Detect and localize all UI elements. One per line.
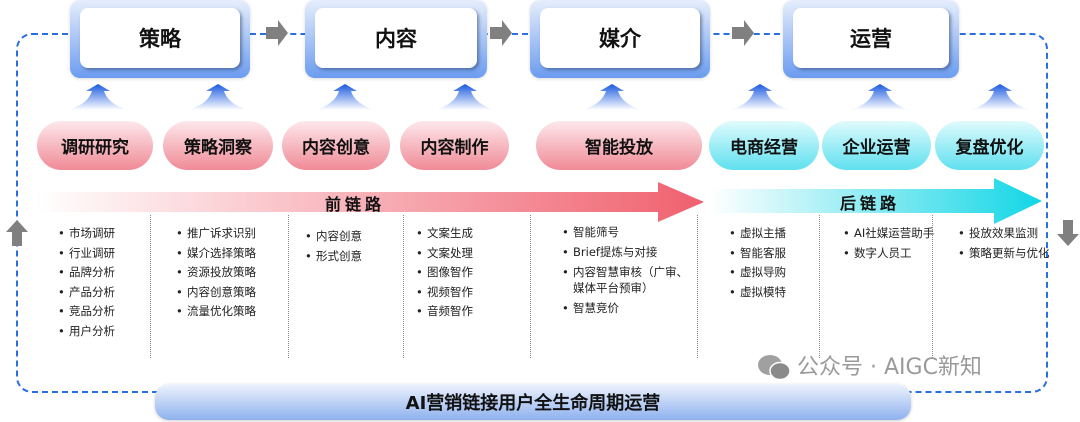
- list-item: 数字人员工: [843, 244, 934, 264]
- gray-arrow-right-icon: [490, 20, 512, 46]
- blue-up-arrow-icon: [435, 84, 495, 110]
- blue-up-arrow-icon: [582, 84, 642, 110]
- blue-up-arrow-icon: [188, 84, 248, 110]
- detail-list: 投放效果监测策略更新与优化: [958, 224, 1050, 263]
- list-item: 文案处理: [416, 244, 473, 264]
- list-item: 投放效果监测: [958, 224, 1050, 244]
- list-item: Brief提炼与对接: [562, 244, 692, 260]
- list-item: 产品分析: [58, 283, 115, 303]
- blue-up-arrow-icon: [850, 84, 910, 110]
- back-chain-arrow: [710, 178, 1042, 224]
- list-item: 视频智作: [416, 283, 473, 303]
- list-item: 行业调研: [58, 244, 115, 264]
- blue-up-arrow-icon: [970, 84, 1030, 110]
- capability-pill: 策略洞察: [163, 121, 273, 170]
- stage-content: 内容: [305, 0, 487, 78]
- watermark: 公众号 · AIGC新知: [757, 354, 982, 382]
- wechat-icon: [758, 355, 791, 381]
- front-chain-label: 前链路: [325, 195, 386, 214]
- list-item: 音频智作: [416, 302, 473, 322]
- stage-strategy: 策略: [70, 0, 250, 78]
- footer-banner: AI营销链接用户全生命周期运营: [155, 384, 911, 420]
- front-chain-arrow: [36, 182, 704, 222]
- capability-pill: 内容创意: [282, 121, 390, 170]
- list-item: 智能筛号: [562, 224, 692, 240]
- list-item: 虚拟主播: [729, 224, 786, 244]
- list-item: 形式创意: [305, 247, 362, 267]
- list-item: 策略更新与优化: [958, 244, 1050, 264]
- capability-pill: 企业运营: [822, 121, 931, 170]
- list-item: 流量优化策略: [176, 302, 256, 322]
- detail-list: 推广诉求识别媒介选择策略资源投放策略内容创意策略流量优化策略: [176, 224, 256, 322]
- stage-title: 运营: [793, 8, 949, 68]
- gray-arrow-up-icon: [6, 220, 28, 246]
- list-item: 资源投放策略: [176, 263, 256, 283]
- detail-list: 虚拟主播智能客服虚拟导购虚拟模特: [729, 224, 786, 302]
- detail-list: 文案生成文案处理图像智作视频智作音频智作: [416, 224, 473, 322]
- list-item: 市场调研: [58, 224, 115, 244]
- back-chain-label: 后链路: [840, 194, 901, 213]
- column-divider: [403, 215, 404, 358]
- capability-pill: 调研研究: [37, 121, 153, 170]
- column-divider: [819, 215, 820, 358]
- blue-up-arrow-icon: [315, 84, 375, 110]
- stage-title: 内容: [315, 8, 477, 68]
- stage-operation: 运营: [783, 0, 959, 78]
- column-divider: [530, 215, 531, 358]
- list-item: 虚拟模特: [729, 283, 786, 303]
- column-divider: [150, 215, 151, 358]
- blue-up-arrow-icon: [68, 84, 128, 110]
- loop-right: [900, 33, 1048, 393]
- stage-title: 媒介: [540, 8, 700, 68]
- stage-media: 媒介: [530, 0, 710, 78]
- detail-list: 市场调研行业调研品牌分析产品分析竞品分析用户分析: [58, 224, 115, 341]
- list-item: 文案生成: [416, 224, 473, 244]
- list-item: AI社媒运营助手: [843, 224, 934, 244]
- capability-pill: 复盘优化: [935, 121, 1044, 170]
- list-item: 智慧竞价: [562, 300, 692, 316]
- column-divider: [697, 215, 698, 358]
- watermark-text: 公众号 · AIGC新知: [797, 355, 982, 380]
- list-item: 图像智作: [416, 263, 473, 283]
- list-item: 内容创意策略: [176, 283, 256, 303]
- gray-arrow-down-icon: [1057, 220, 1079, 246]
- capability-pill: 智能投放: [536, 121, 702, 170]
- list-item: 内容创意: [305, 227, 362, 247]
- detail-list: 内容创意形式创意: [305, 227, 362, 266]
- list-item: 品牌分析: [58, 263, 115, 283]
- list-item: 内容智慧审核（广审、媒体平台预审）: [562, 264, 692, 296]
- stage-title: 策略: [80, 8, 240, 68]
- list-item: 推广诉求识别: [176, 224, 256, 244]
- gray-arrow-right-icon: [732, 20, 754, 46]
- list-item: 用户分析: [58, 322, 115, 342]
- blue-up-arrow-icon: [730, 84, 790, 110]
- column-divider: [288, 215, 289, 358]
- capability-pill: 电商经营: [709, 121, 819, 170]
- detail-list: 智能筛号 Brief提炼与对接内容智慧审核（广审、媒体平台预审） 智慧竞价: [562, 224, 692, 320]
- list-item: 智能客服: [729, 244, 786, 264]
- gray-arrow-right-icon: [266, 20, 288, 46]
- loop-top-mid: [250, 33, 790, 35]
- column-divider: [932, 215, 933, 358]
- list-item: 竞品分析: [58, 302, 115, 322]
- list-item: 媒介选择策略: [176, 244, 256, 264]
- detail-list: AI社媒运营助手数字人员工: [843, 224, 934, 263]
- capability-pill: 内容制作: [400, 121, 509, 170]
- list-item: 虚拟导购: [729, 263, 786, 283]
